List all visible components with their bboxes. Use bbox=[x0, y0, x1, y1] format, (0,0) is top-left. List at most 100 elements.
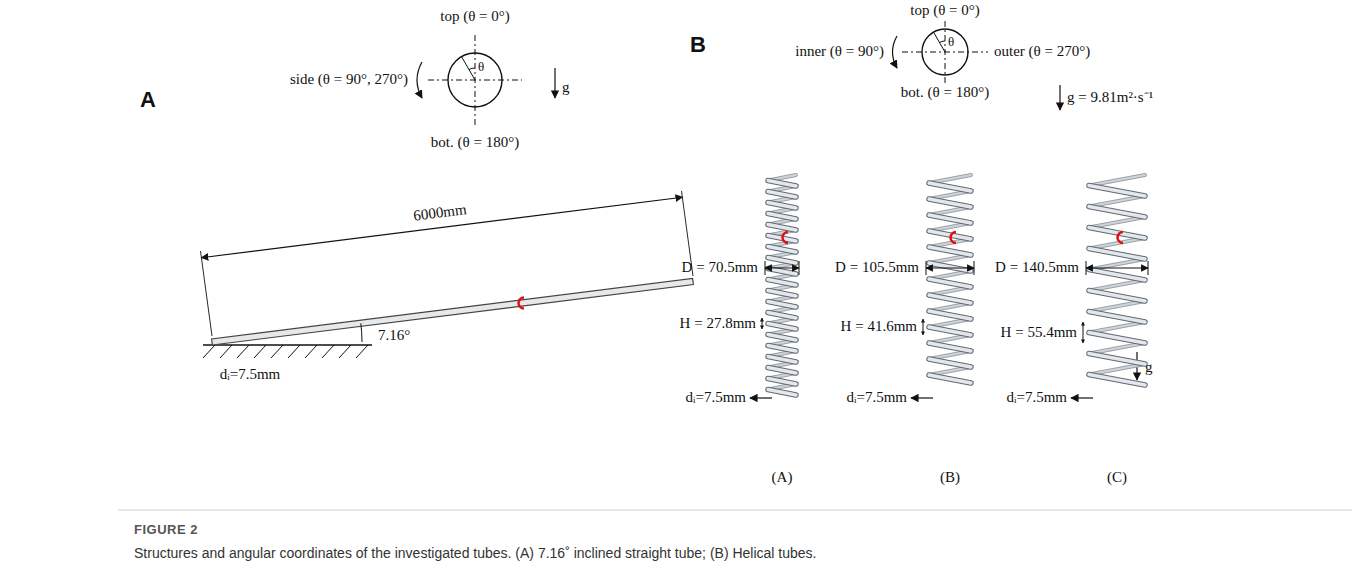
coil-stroke bbox=[768, 214, 796, 220]
panel-letter: B bbox=[690, 32, 706, 57]
sub-panel-label: (C) bbox=[1107, 469, 1127, 486]
coil-stroke bbox=[768, 269, 796, 275]
coil-stroke bbox=[929, 215, 971, 223]
coil-stroke bbox=[1089, 322, 1145, 333]
coil-stroke bbox=[1089, 270, 1145, 281]
coil-stroke bbox=[1089, 175, 1145, 186]
coil-stroke bbox=[929, 327, 971, 335]
coil-stroke bbox=[1089, 333, 1145, 344]
coil-stroke bbox=[1089, 343, 1145, 354]
coil-stroke bbox=[1089, 249, 1145, 260]
coil-stroke bbox=[1089, 343, 1145, 354]
coil-stroke bbox=[768, 280, 796, 286]
coil-stroke bbox=[1089, 312, 1145, 323]
coil-stroke bbox=[1089, 375, 1145, 386]
figure-caption: Structures and angular coordinates of th… bbox=[134, 545, 817, 561]
coil-stroke bbox=[768, 192, 796, 198]
coil-stroke bbox=[768, 357, 796, 363]
dimension-label: dᵢ=7.5mm bbox=[847, 389, 908, 406]
coil-stroke bbox=[768, 390, 796, 396]
coil-stroke bbox=[768, 247, 796, 253]
coil-stroke bbox=[1089, 354, 1145, 365]
coil-stroke bbox=[1089, 217, 1145, 228]
coil-stroke bbox=[1089, 270, 1145, 281]
coil-stroke bbox=[768, 335, 796, 341]
coil-stroke bbox=[768, 258, 796, 264]
section-mark bbox=[783, 232, 788, 243]
coil-stroke bbox=[768, 335, 796, 341]
angle-label: top (θ = 0°) bbox=[910, 2, 980, 19]
pitch-dimension bbox=[762, 318, 763, 329]
coil-stroke bbox=[768, 368, 796, 374]
coil-stroke bbox=[929, 359, 971, 367]
coil-stroke bbox=[1089, 301, 1145, 312]
angle-label: bot. (θ = 180°) bbox=[431, 134, 519, 151]
coil-stroke bbox=[929, 183, 971, 191]
coil-stroke bbox=[929, 375, 971, 383]
coil-stroke bbox=[1089, 291, 1145, 302]
coil-stroke bbox=[1089, 280, 1145, 291]
coil-stroke bbox=[1089, 364, 1145, 375]
coil-stroke bbox=[1089, 322, 1145, 333]
panel-letter: A bbox=[140, 87, 156, 112]
coil-stroke bbox=[929, 279, 971, 287]
coil-stroke bbox=[1089, 375, 1145, 386]
coil-stroke bbox=[768, 192, 796, 198]
angle-symbol: θ bbox=[478, 60, 484, 75]
sub-panel-label: (A) bbox=[772, 469, 793, 486]
dimension-line bbox=[926, 267, 974, 268]
coil-stroke bbox=[768, 302, 796, 308]
coil-stroke bbox=[1089, 217, 1145, 228]
dimension-label: D = 140.5mm bbox=[995, 259, 1079, 276]
gravity-label: g bbox=[562, 79, 570, 96]
helical-tube bbox=[911, 175, 974, 398]
dimension-label: dᵢ=7.5mm bbox=[686, 389, 747, 406]
extension-line bbox=[1086, 261, 1087, 275]
coil-stroke bbox=[768, 313, 796, 319]
dimension-label: 6000mm bbox=[412, 201, 467, 225]
coil-stroke bbox=[1089, 301, 1145, 312]
coil-stroke bbox=[1089, 354, 1145, 365]
coil-stroke bbox=[929, 343, 971, 351]
dimension-line bbox=[1086, 267, 1148, 268]
coil-stroke bbox=[929, 199, 971, 207]
angle-label: side (θ = 90°, 270°) bbox=[290, 71, 408, 88]
coil-stroke bbox=[1089, 207, 1145, 218]
coordinate-circle-a bbox=[417, 35, 555, 125]
coil-stroke bbox=[929, 295, 971, 303]
extension-line bbox=[1148, 261, 1149, 275]
coil-stroke bbox=[929, 199, 971, 207]
dimension-label: dᵢ=7.5mm bbox=[1007, 389, 1068, 406]
coil-stroke bbox=[768, 291, 796, 297]
angle-label: bot. (θ = 180°) bbox=[901, 84, 989, 101]
inclined-tube bbox=[201, 191, 694, 358]
coil-stroke bbox=[1089, 196, 1145, 207]
coil-stroke bbox=[1089, 333, 1145, 344]
coil-stroke bbox=[1089, 249, 1145, 260]
helical-tube bbox=[1071, 175, 1148, 398]
sub-panel-label: (B) bbox=[940, 469, 960, 486]
helical-tube bbox=[750, 175, 799, 398]
coil-stroke bbox=[1089, 196, 1145, 207]
coil-stroke bbox=[1089, 186, 1145, 197]
coil-stroke bbox=[1089, 186, 1145, 197]
section-mark bbox=[951, 232, 956, 243]
angle-dimension: 7.16° bbox=[378, 327, 410, 344]
coil-stroke bbox=[1089, 312, 1145, 323]
coil-stroke bbox=[768, 379, 796, 385]
coil-stroke bbox=[1089, 280, 1145, 291]
coil-stroke bbox=[929, 215, 971, 223]
inlet-arrow bbox=[750, 397, 772, 398]
dimension-label: dᵢ=7.5mm bbox=[220, 366, 281, 383]
coil-stroke bbox=[768, 324, 796, 330]
coil-stroke bbox=[929, 343, 971, 351]
coil-stroke bbox=[768, 214, 796, 220]
extension-line bbox=[926, 261, 927, 275]
coil-stroke bbox=[929, 359, 971, 367]
dimension-line bbox=[765, 267, 799, 268]
angle-symbol: θ bbox=[948, 35, 954, 50]
section-mark bbox=[519, 298, 525, 309]
inlet-arrow bbox=[911, 397, 933, 398]
